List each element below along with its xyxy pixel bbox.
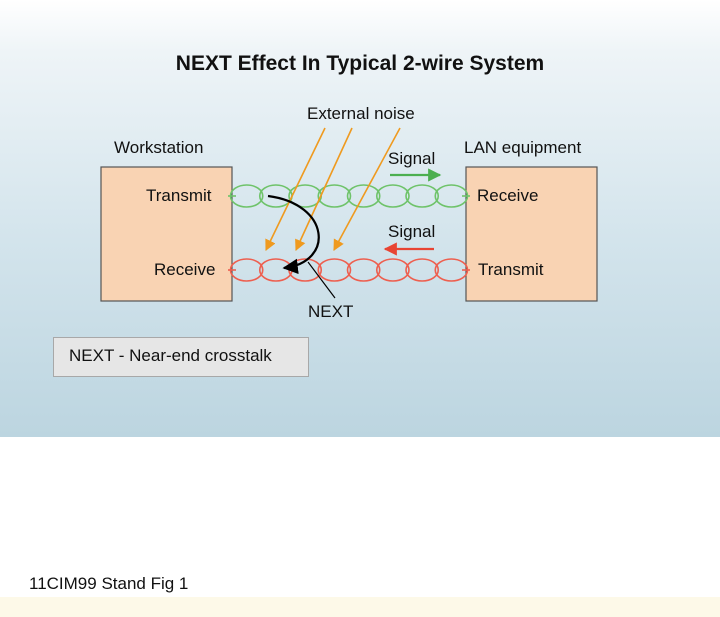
receive-twisted-pair [228, 258, 470, 282]
diagram-title: NEXT Effect In Typical 2-wire System [175, 52, 545, 75]
legend-box [53, 337, 309, 377]
workstation-receive-label: Receive [154, 260, 216, 279]
twist-loop [405, 184, 440, 208]
transmit-twisted-pair [228, 184, 470, 208]
noise-arrow-3 [333, 127, 401, 251]
twist-loop [317, 258, 352, 282]
diagram-canvas [100, 127, 598, 302]
noise-arrow-2 [295, 127, 353, 252]
noise-arrow-1 [265, 127, 326, 252]
twist-loop [346, 258, 381, 282]
lan-receive-label: Receive [477, 186, 539, 205]
workstation-box [100, 166, 233, 302]
figure-caption: 11CIM99 Stand Fig 1 [29, 574, 189, 593]
twist-loop [375, 258, 410, 282]
lan-equipment-label: LAN equipment [464, 138, 582, 157]
signal-top-label: Signal [388, 149, 436, 168]
lan-equipment-box [465, 166, 598, 302]
twist-loop [405, 258, 440, 282]
next-coupling-arrow [267, 194, 320, 275]
workstation-transmit-label: Transmit [146, 186, 212, 205]
next-pointer-line [307, 261, 336, 299]
external-noise-label: External noise [307, 104, 415, 123]
blank-area [0, 437, 720, 597]
next-label: NEXT [308, 302, 354, 321]
twist-loop [258, 258, 293, 282]
footer-strip [0, 597, 720, 617]
twist-loop [375, 184, 410, 208]
diagram-figure: NEXT Effect In Typical 2-wire System Ext… [0, 0, 720, 437]
twist-loop [317, 184, 352, 208]
lan-transmit-label: Transmit [478, 260, 544, 279]
twist-loop [346, 184, 381, 208]
signal-bottom-label: Signal [388, 222, 436, 241]
twist-loop [258, 184, 293, 208]
legend-text: NEXT - Near-end crosstalk [69, 346, 272, 365]
workstation-label: Workstation [114, 138, 204, 157]
